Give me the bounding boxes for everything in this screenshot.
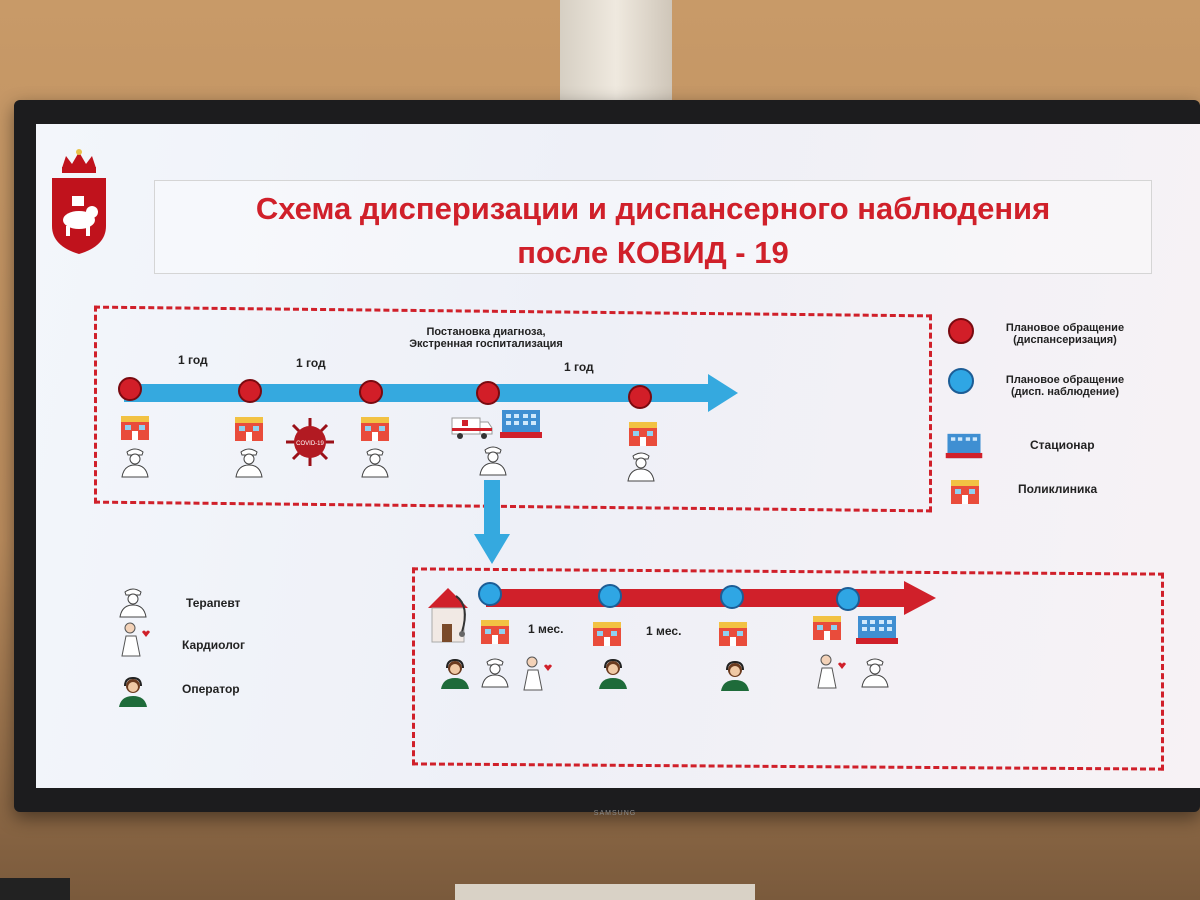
foreground-monitor [0, 878, 70, 900]
hospital-icon [856, 616, 898, 644]
role-therapist-label: Терапевт [186, 596, 241, 610]
therapist-icon [235, 448, 263, 478]
legend-red-dot [948, 318, 974, 344]
wall-pillar [560, 0, 672, 110]
diagnosis-label: Постановка диагноза, Экстренная госпитал… [409, 326, 563, 350]
therapist-icon [479, 446, 507, 476]
svg-text:COVID-19: COVID-19 [296, 441, 324, 447]
month-interval-label: 1 мес. [528, 622, 564, 636]
clinic-icon [361, 417, 389, 441]
cardiologist-icon [121, 622, 150, 657]
observation-timeline-arrow [486, 581, 936, 615]
clinic-icon [593, 622, 621, 646]
clinic-icon [121, 416, 149, 440]
transition-down-arrow [474, 480, 510, 564]
title-box: Схема дисперизации и диспансерного наблю… [154, 180, 1152, 274]
legend-clinic-icon [951, 480, 979, 504]
operator-icon [441, 658, 469, 689]
month-interval-label: 1 мес. [646, 624, 682, 638]
operator-icon [119, 676, 147, 707]
therapist-icon [627, 452, 655, 482]
therapist-icon [861, 658, 889, 688]
observation-visit-dot [598, 584, 622, 608]
operator-icon [721, 660, 749, 691]
presentation-slide: Схема дисперизации и диспансерного наблю… [36, 124, 1200, 788]
cardiologist-icon [523, 656, 552, 691]
clinic-icon [629, 422, 657, 446]
interval-label: 1 год [178, 353, 208, 367]
legend-red-label: Плановое обращение(диспансеризация) [1005, 322, 1125, 346]
role-operator-label: Оператор [182, 682, 240, 696]
therapist-icon [119, 588, 147, 618]
ambulance-icon [451, 417, 493, 439]
clinic-icon [719, 622, 747, 646]
observation-visit-dot [478, 582, 502, 606]
dispensary-visit-dot [359, 380, 383, 404]
diagnosis-event-dot [476, 381, 500, 405]
cardiologist-icon [817, 654, 846, 689]
interval-label: 1 год [296, 356, 326, 370]
role-cardiologist-label: Кардиолог [182, 638, 245, 652]
home-care-icon [428, 588, 468, 643]
therapist-icon [361, 448, 389, 478]
coronavirus-icon: COVID-19 [286, 418, 334, 466]
hospital-icon [500, 410, 542, 438]
title-line-1: Схема дисперизации и диспансерного наблю… [255, 191, 1051, 226]
dispensary-visit-dot [628, 385, 652, 409]
therapist-icon [121, 448, 149, 478]
therapist-icon [481, 658, 509, 688]
legend-blue-label: Плановое обращение(дисп. наблюдение) [1005, 374, 1125, 398]
legend-clinic-label: Поликлиника [1018, 482, 1098, 496]
legend-blue-dot [948, 368, 974, 394]
tv-stand [455, 884, 755, 900]
observation-visit-dot [836, 587, 860, 611]
interval-label: 1 год [564, 360, 594, 374]
legend-hospital-icon [945, 433, 983, 459]
dispensary-timeline-arrow [124, 374, 738, 412]
dispensary-visit-dot [118, 377, 142, 401]
operator-icon [599, 658, 627, 689]
legend-hospital-label: Стационар [1030, 438, 1095, 452]
clinic-icon [481, 620, 509, 644]
observation-visit-dot [720, 585, 744, 609]
dispensary-visit-dot [238, 379, 262, 403]
clinic-icon [235, 417, 263, 441]
coat-of-arms-icon [52, 149, 106, 254]
title-line-2: после КОВИД - 19 [517, 235, 789, 270]
tv-brand-label: SAMSUNG [593, 810, 637, 817]
clinic-icon [813, 616, 841, 640]
